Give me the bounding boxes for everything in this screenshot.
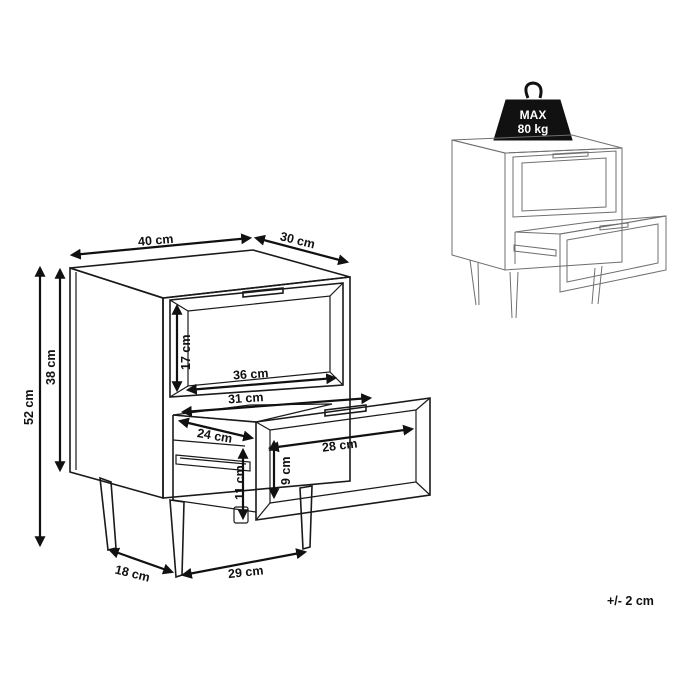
drawer-inner-height-label: 9 cm xyxy=(279,457,293,486)
left-side-panel xyxy=(69,266,164,500)
max-weight-label: 80 kg xyxy=(518,122,549,136)
top-surface xyxy=(69,249,351,299)
drawer-side-height-label: 11 cm xyxy=(233,465,247,500)
reference-nightstand xyxy=(451,134,667,319)
leg-front-left xyxy=(169,499,185,579)
drawer-front-width-label: 36 cm xyxy=(233,366,269,382)
drawer-inner-width-label: 31 cm xyxy=(228,390,264,406)
leg-width-spacing-label: 29 cm xyxy=(227,563,264,581)
leg-depth-spacing-label: 18 cm xyxy=(114,563,152,585)
main-nightstand xyxy=(69,249,431,579)
body-height-label: 38 cm xyxy=(44,350,58,385)
dimension-arrows xyxy=(34,233,415,579)
drawer-front-height-label: 17 cm xyxy=(179,335,193,370)
dimension-labels: 40 cm 30 cm 52 cm 38 cm 17 cm 36 cm 31 c… xyxy=(22,229,654,608)
width-label: 40 cm xyxy=(137,232,174,249)
drawer-bottom-width-label: 28 cm xyxy=(321,437,358,455)
leg-back-left xyxy=(99,476,117,551)
upper-drawer-handle xyxy=(242,287,284,298)
lower-drawer-handle xyxy=(324,404,367,417)
max-label: MAX xyxy=(520,108,547,122)
drawer-rail xyxy=(175,454,251,472)
weight-icon: MAX 80 kg xyxy=(493,81,573,141)
drawer-inner-depth-label: 24 cm xyxy=(196,426,233,446)
front-frame xyxy=(162,276,351,499)
leg-front-right xyxy=(299,485,313,551)
total-height-label: 52 cm xyxy=(22,390,36,425)
tolerance-note: +/- 2 cm xyxy=(607,594,654,608)
